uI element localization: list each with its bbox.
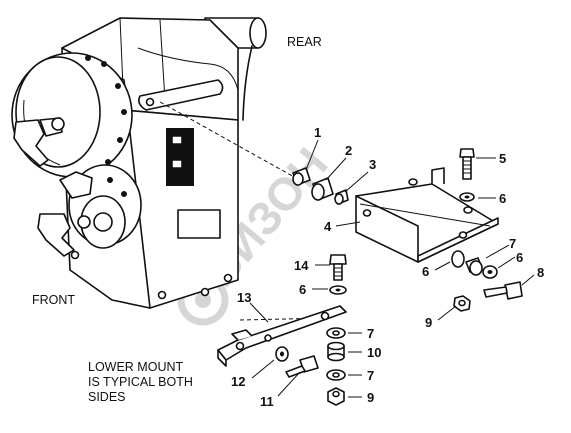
callout-6-middle: 6 bbox=[422, 264, 429, 279]
callout-4: 4 bbox=[324, 219, 332, 234]
alignment-lines bbox=[159, 101, 331, 321]
part-14-bolt bbox=[329, 254, 347, 281]
callout-5: 5 bbox=[499, 151, 506, 166]
output-flange bbox=[37, 164, 142, 257]
part-9-nut-lower bbox=[327, 387, 345, 406]
part-2-spacer bbox=[311, 177, 334, 201]
callout-2: 2 bbox=[345, 143, 352, 158]
callout-7-lower-b: 7 bbox=[367, 368, 374, 383]
front-bell-housing bbox=[11, 52, 133, 178]
callout-3: 3 bbox=[369, 157, 376, 172]
part-12-washer bbox=[275, 346, 289, 362]
callout-9-lower: 9 bbox=[367, 390, 374, 405]
leader-lines bbox=[249, 139, 535, 398]
part-13-lower-bracket bbox=[217, 305, 347, 367]
part-6-7-fasteners-middle bbox=[451, 250, 498, 279]
rear-label: REAR bbox=[287, 35, 322, 49]
callout-10: 10 bbox=[367, 345, 381, 360]
callout-14: 14 bbox=[294, 258, 309, 273]
part-5-bolt bbox=[459, 148, 475, 180]
note-line-1: LOWER MOUNT bbox=[88, 360, 184, 374]
callout-12: 12 bbox=[231, 374, 245, 389]
part-6-washer-upper bbox=[459, 192, 475, 202]
note-line-3: SIDES bbox=[88, 390, 126, 404]
part-3-pin bbox=[334, 189, 349, 205]
part-4-upper-bracket bbox=[355, 167, 499, 263]
part-9-nut-right bbox=[453, 295, 471, 312]
part-11-bolt bbox=[285, 355, 319, 378]
part-7-washer-a bbox=[326, 327, 346, 339]
callout-7-upper: 7 bbox=[509, 236, 516, 251]
part-10-spacer bbox=[327, 341, 345, 362]
callout-6-lower: 6 bbox=[299, 282, 306, 297]
callout-11: 11 bbox=[260, 394, 274, 409]
part-6-washer-lower bbox=[329, 285, 347, 295]
callout-1: 1 bbox=[314, 125, 321, 140]
front-label: FRONT bbox=[32, 293, 75, 307]
callout-6-upper: 6 bbox=[499, 191, 506, 206]
callout-9-right: 9 bbox=[425, 315, 432, 330]
callout-8: 8 bbox=[537, 265, 544, 280]
callout-7-lower-a: 7 bbox=[367, 326, 374, 341]
note-line-2: IS TYPICAL BOTH bbox=[88, 375, 193, 389]
callout-13: 13 bbox=[237, 290, 251, 305]
part-7-washer-b bbox=[326, 369, 346, 381]
callout-6-right: 6 bbox=[516, 250, 523, 265]
part-1-bushing bbox=[292, 167, 311, 186]
part-8-bolt bbox=[483, 281, 523, 300]
